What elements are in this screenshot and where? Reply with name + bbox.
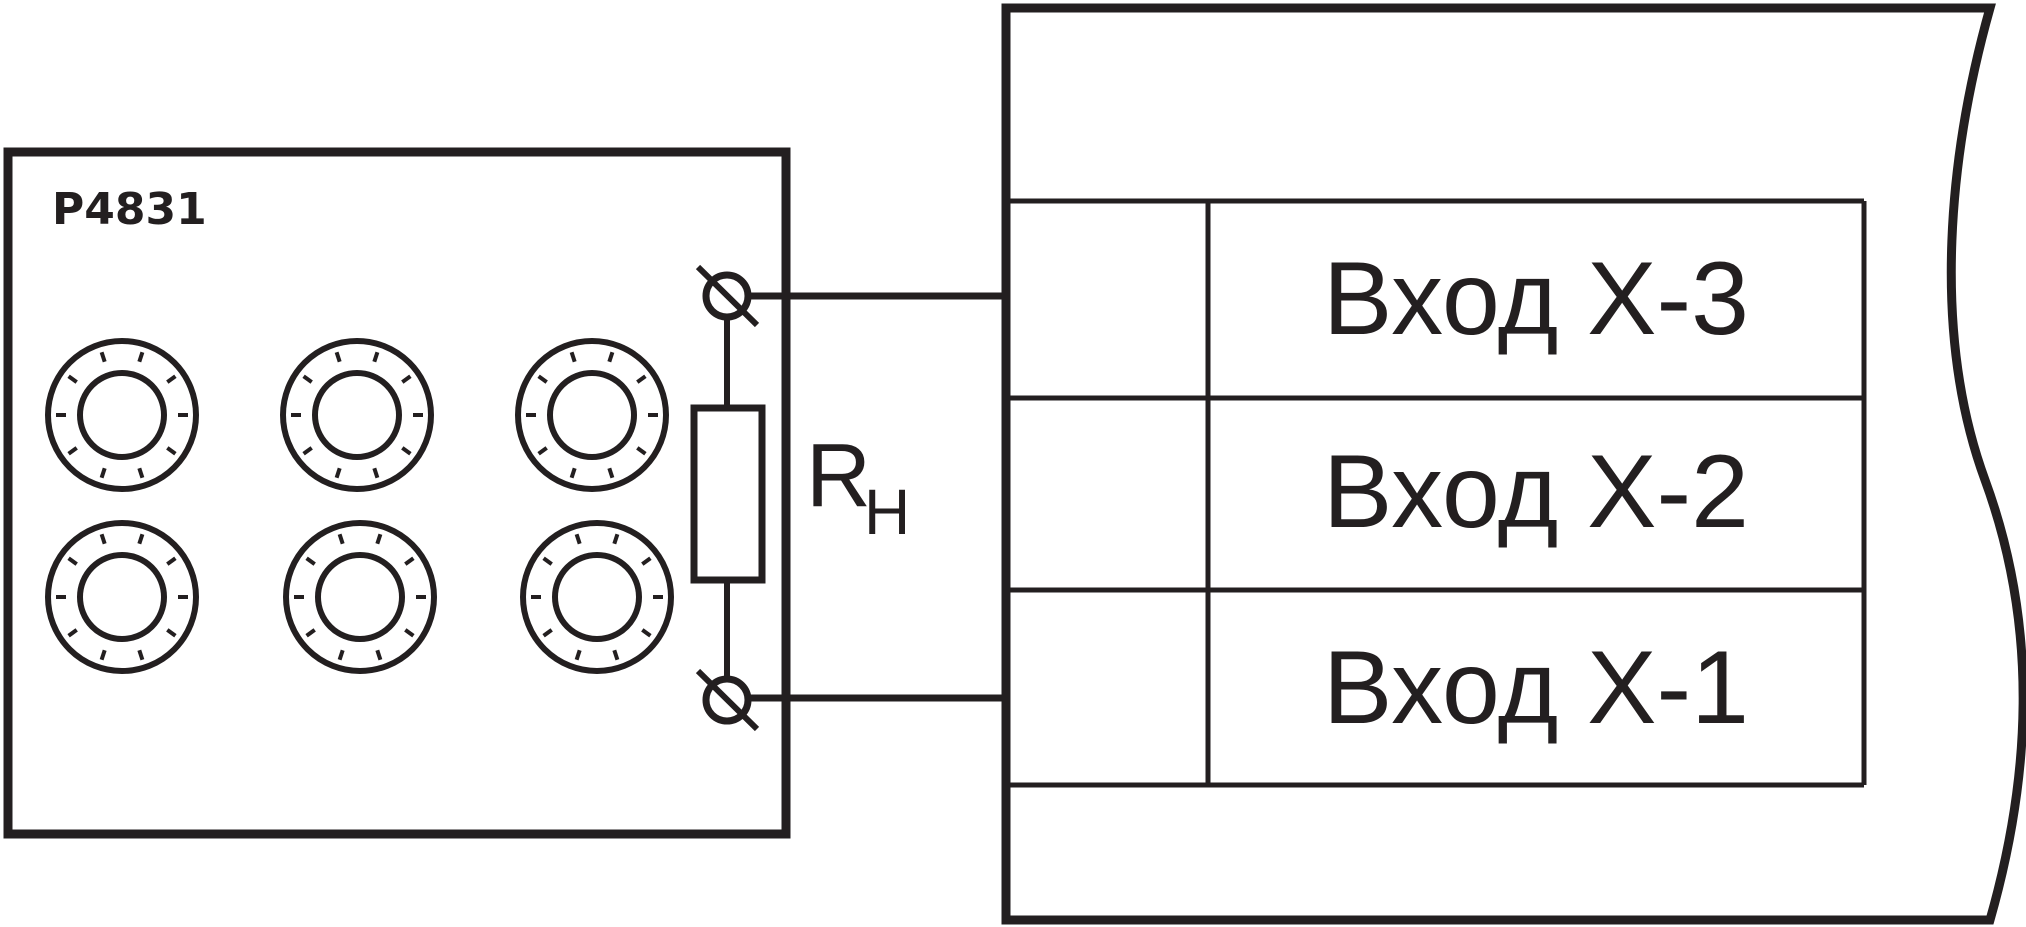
resistor-subscript: Н [864, 476, 910, 548]
resistor-symbol: R [806, 426, 871, 526]
input-label-x1: Вход Х-1 [1323, 630, 1749, 746]
load-resistor [690, 317, 766, 679]
decade-dial [283, 520, 437, 674]
resistor-label: R Н [806, 426, 910, 548]
device-label: Р4831 [52, 184, 207, 235]
decade-dial [520, 520, 674, 674]
input-terminal-block [1010, 198, 1867, 788]
decade-dial [45, 520, 199, 674]
resistor-body [690, 404, 766, 584]
decade-dial [280, 338, 434, 492]
resistance-box-outline [3, 147, 791, 839]
decade-dials [45, 338, 674, 674]
instrument-panel [1001, 3, 2026, 925]
resistance-box: Р4831 [3, 147, 791, 839]
input-label-x2: Вход Х-2 [1323, 434, 1749, 550]
input-label-x3: Вход Х-3 [1323, 241, 1749, 357]
decade-dial [515, 338, 669, 492]
decade-dial [45, 338, 199, 492]
